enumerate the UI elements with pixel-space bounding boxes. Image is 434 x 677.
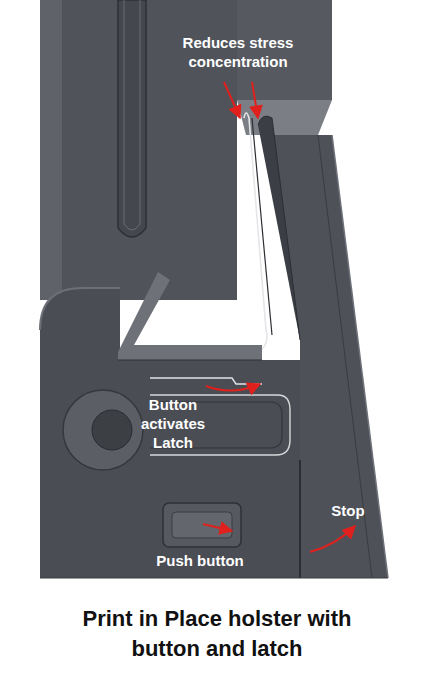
block-top-face [237,100,332,135]
part-label: Button activates Latch [128,396,218,452]
latch-shelf [118,272,262,360]
slot [118,0,146,237]
latch-flex [150,378,262,384]
countersunk-hole [63,390,143,470]
callout-arrow [206,384,260,391]
column-side [40,0,62,300]
caption: Print in Place holster with button and l… [47,604,387,663]
slot-edge [124,0,140,230]
part-label: Push button [145,552,255,571]
part-label: Reduces stress concentration [160,34,316,72]
callout-arrow [224,82,240,118]
base [40,288,300,578]
push-button [163,503,241,547]
callout-arrow [310,526,355,552]
callout-arrow [203,524,232,531]
part-label: Stop [328,502,368,521]
callout-arrow [252,82,258,118]
